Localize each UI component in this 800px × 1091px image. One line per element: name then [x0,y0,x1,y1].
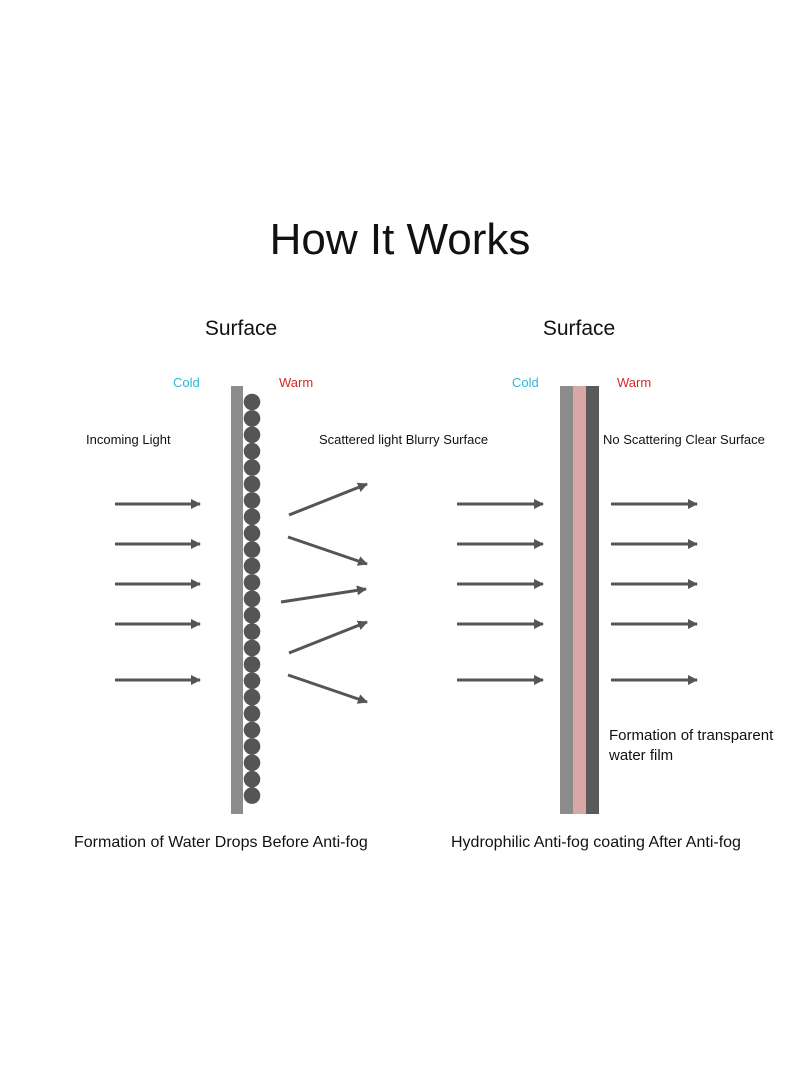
water-film-label: Formation of transparent water film [609,727,774,764]
water-drop [243,656,261,673]
water-drop [243,492,261,509]
water-drop [243,770,261,788]
water-film-layer [586,386,599,814]
water-drop [243,426,261,444]
left-caption: Formation of Water Drops Before Anti-fog [74,834,368,851]
left-warm-label: Warm [279,375,314,390]
incoming-light-label: Incoming Light [86,432,171,447]
left-surface-label: Surface [204,317,278,340]
left-incoming-arrows [115,499,201,685]
water-drop [243,623,261,640]
water-drop [243,475,261,493]
anti-fog-coating-layer [573,386,586,814]
page-title: How It Works [269,215,531,264]
scattered-light-label: Scattered light Blurry Surface [319,432,489,447]
water-drop [243,688,261,706]
left-glass-pane [231,386,243,814]
water-drops [243,393,261,804]
scattered-arrows [280,482,368,704]
right-warm-label: Warm [617,375,652,390]
right-incoming-arrows [457,499,544,685]
right-caption: Hydrophilic Anti-fog coating After Anti-… [451,834,741,851]
transmitted-arrows [611,499,698,685]
water-drop [243,705,261,722]
water-drop [243,508,261,526]
scattered-arrow-2 [287,535,368,566]
scattered-arrow-5 [287,673,368,704]
water-drop [243,754,261,772]
water-drop [243,590,261,608]
water-drop [243,606,261,624]
water-drop [243,787,261,804]
water-drop [243,721,261,739]
scattered-arrow-1 [288,482,368,517]
water-drop [243,574,261,591]
right-glass-pane [560,386,573,814]
water-drop [243,393,261,411]
right-surface-label: Surface [542,317,616,340]
no-scattering-label: No Scattering Clear Surface [603,432,765,447]
water-drop [243,541,261,558]
water-drop [243,738,261,755]
water-drop [243,557,261,575]
water-drop [243,639,261,657]
water-drop [243,672,261,690]
water-drop [243,524,261,542]
left-cold-label: Cold [173,375,200,390]
scattered-arrow-4 [288,620,368,655]
water-drop [243,442,261,460]
water-drop [243,459,261,476]
water-drop [243,410,261,427]
right-cold-label: Cold [512,375,539,390]
scattered-arrow-3 [280,585,367,604]
